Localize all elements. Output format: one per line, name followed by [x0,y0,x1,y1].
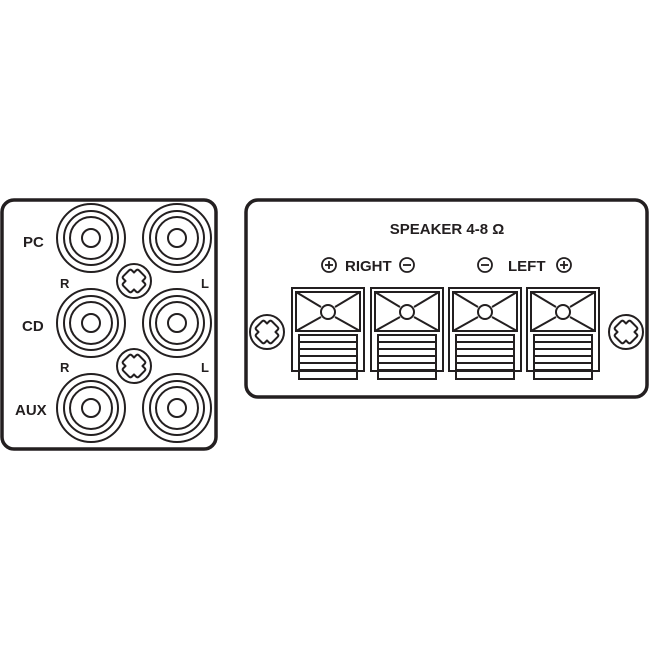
label-pc: PC [23,234,44,251]
speaker-terminal-right-plus[interactable] [291,287,365,380]
rca-jack-cd-right[interactable] [56,288,126,358]
label-cd: CD [22,318,44,335]
rca-jack-pc-left[interactable] [142,203,212,273]
rca-jack-aux-right[interactable] [56,373,126,443]
input-panel: PC CD AUX R L R L [0,198,218,451]
label-aux: AUX [15,402,47,419]
input-panel-frame [0,198,218,451]
speaker-terminal-left-plus[interactable] [526,287,600,380]
speaker-terminal-right-minus[interactable] [370,287,444,380]
minus-icon [399,257,415,273]
speaker-terminal-left-minus[interactable] [448,287,522,380]
label-l-cd: L [201,360,209,375]
screw-icon [249,314,285,350]
label-right: RIGHT [345,258,392,275]
speaker-title: SPEAKER 4-8 Ω [390,221,505,238]
screw-icon [116,348,152,384]
screw-icon [116,263,152,299]
rca-jack-pc-right[interactable] [56,203,126,273]
plus-icon [556,257,572,273]
speaker-panel: SPEAKER 4-8 Ω RIGHT LEFT [244,198,649,399]
label-l-pc: L [201,276,209,291]
plus-icon [321,257,337,273]
label-r-pc: R [60,276,70,291]
screw-icon [608,314,644,350]
rca-jack-cd-left[interactable] [142,288,212,358]
minus-icon [477,257,493,273]
rca-jack-aux-left[interactable] [142,373,212,443]
label-r-cd: R [60,360,70,375]
label-left: LEFT [508,258,546,275]
speaker-panel-frame [244,198,649,399]
